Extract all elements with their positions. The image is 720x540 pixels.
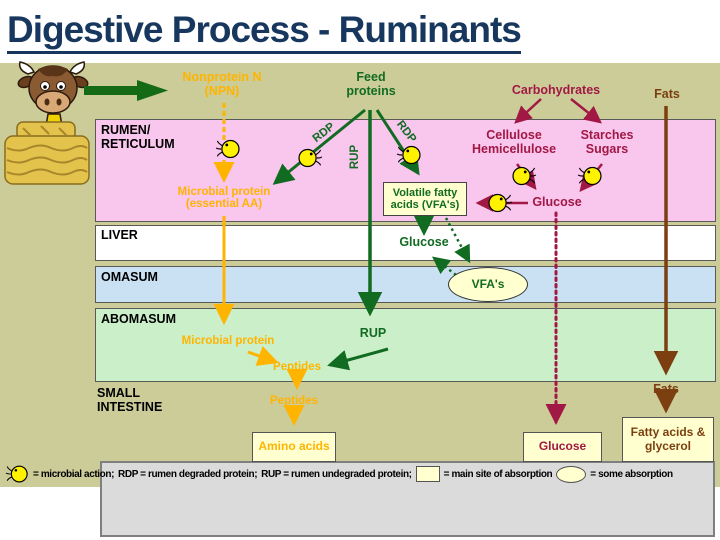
cellulose-label: Cellulose Hemicellulose	[471, 128, 557, 156]
small-intestine-label: SMALL INTESTINE	[97, 386, 163, 415]
npn-label: Nonprotein N (NPN)	[182, 70, 262, 98]
fats-top-label: Fats	[654, 87, 680, 101]
hay-bale-icon	[3, 120, 91, 186]
page-title: Digestive Process - Ruminants	[7, 9, 522, 54]
microbial-action-icon	[5, 462, 29, 486]
main-site-swatch	[415, 466, 440, 482]
legend-some-absorption: = some absorption	[590, 468, 673, 480]
peptides-abomasum-label: Peptides	[273, 361, 321, 373]
microbial-action-icon	[297, 145, 323, 171]
microbial-action-icon	[577, 163, 603, 189]
vfa-box: Volatile fatty acids (VFA's)	[383, 182, 467, 216]
abomasum-label: ABOMASUM	[101, 312, 176, 326]
fats-small-intestine-label: Fats	[653, 382, 679, 396]
rumen-label: RUMEN/ RETICULUM	[101, 123, 175, 152]
microbial-action-icon	[396, 142, 422, 168]
omasum-label: OMASUM	[101, 270, 158, 284]
starches-label: Starches Sugars	[580, 128, 634, 156]
glucose-absorbed-box: Glucose	[523, 432, 602, 462]
omasum-band	[95, 266, 716, 303]
legend-main-site: = main site of absorption	[443, 468, 553, 480]
liver-band	[95, 225, 716, 261]
microbial-action-icon	[215, 136, 241, 162]
fatty-acids-glycerol-box: Fatty acids & glycerol	[622, 417, 714, 462]
rup-abomasum-label: RUP	[359, 326, 387, 340]
microbial-action-icon	[487, 190, 513, 216]
liver-label: LIVER	[101, 228, 138, 242]
notes-placeholder-box	[100, 461, 715, 537]
some-absorption-swatch	[556, 465, 587, 483]
microbial-action-icon	[511, 163, 537, 189]
peptides-small-intestine-label: Peptides	[270, 395, 318, 407]
amino-acids-box: Amino acids	[252, 432, 336, 462]
glucose-rumen-label: Glucose	[532, 195, 582, 209]
feed-proteins-label: Feed proteins	[346, 70, 396, 98]
carbohydrates-label: Carbohydrates	[511, 83, 601, 97]
microbial-protein-essential-label: Microbial protein (essential AA)	[177, 186, 271, 211]
cow-icon	[14, 60, 98, 132]
feed-flow-arrow	[84, 79, 169, 102]
rup-vertical-label: RUP	[348, 144, 361, 170]
legend-microbial-action: = microbial action;	[33, 468, 115, 480]
abomasum-band	[95, 308, 716, 382]
vfas-oval: VFA's	[448, 267, 528, 302]
legend-rup-definition: RUP = rumen undegraded protein;	[261, 468, 412, 480]
glucose-liver-label: Glucose	[399, 235, 449, 249]
microbial-protein-abomasum-label: Microbial protein	[181, 335, 275, 347]
legend-rdp-definition: RDP = rumen degraded protein;	[118, 468, 258, 480]
legend: = microbial action; RDP = rumen degraded…	[5, 462, 718, 486]
